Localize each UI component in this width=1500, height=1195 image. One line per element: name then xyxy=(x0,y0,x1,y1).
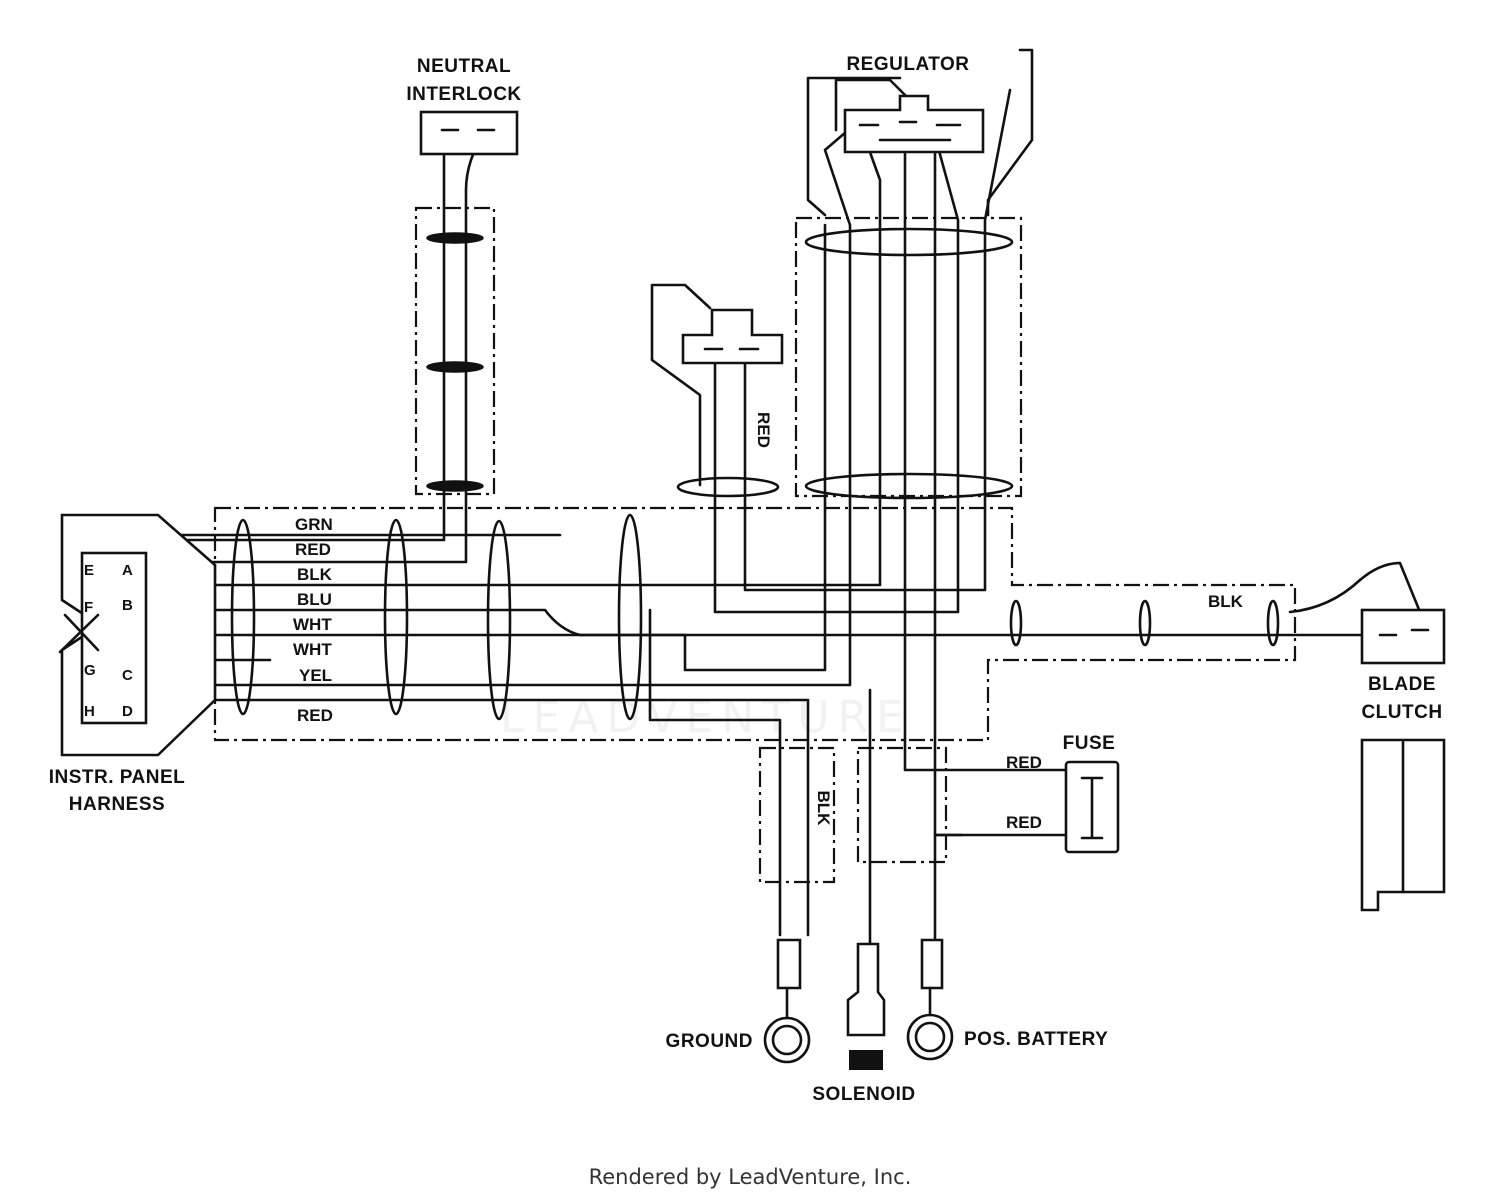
label-blade-clutch-1: BLADE xyxy=(1368,674,1436,695)
wire-label-clutch-blk: BLK xyxy=(1208,592,1244,611)
wire-label-blu: BLU xyxy=(297,590,332,609)
pin-g: G xyxy=(84,662,96,679)
pin-h: H xyxy=(84,703,95,720)
pin-f: F xyxy=(84,599,93,616)
center-switch xyxy=(650,283,784,487)
wire-ties xyxy=(230,227,1280,721)
wire-label-switch-red: RED xyxy=(754,412,773,448)
footer-credit: Rendered by LeadVenture, Inc. xyxy=(589,1165,912,1189)
ground-terminal xyxy=(763,938,811,1064)
label-regulator: REGULATOR xyxy=(846,54,969,75)
label-solenoid: SOLENOID xyxy=(812,1084,915,1105)
fuse xyxy=(1064,760,1120,854)
label-ground: GROUND xyxy=(666,1031,753,1052)
neutral-interlock-switch xyxy=(419,110,519,156)
wire-label-wht-1: WHT xyxy=(293,615,332,634)
wire-label-fuse-in: RED xyxy=(1006,753,1042,772)
harness-outline xyxy=(213,206,1297,884)
label-neutral-interlock-2: INTERLOCK xyxy=(406,84,521,105)
label-fuse: FUSE xyxy=(1063,733,1116,754)
pos-battery-terminal xyxy=(906,938,954,1061)
wire-label-ground-blk: BLK xyxy=(814,791,833,827)
wire-label-yel: YEL xyxy=(299,666,332,685)
wire-label-blk: BLK xyxy=(297,565,333,584)
wire-label-wht-2: WHT xyxy=(293,640,332,659)
pin-e: E xyxy=(84,562,94,579)
wire-label-fuse-out: RED xyxy=(1006,813,1042,832)
pin-c: C xyxy=(122,667,133,684)
pin-b: B xyxy=(122,597,133,614)
wire-label-red: RED xyxy=(295,540,331,559)
pin-a: A xyxy=(122,562,133,579)
regulator xyxy=(806,48,1034,217)
label-instr-panel-2: HARNESS xyxy=(69,794,165,815)
label-blade-clutch-2: CLUTCH xyxy=(1361,702,1442,723)
instr-panel-connector xyxy=(58,513,217,757)
wire-label-red-2: RED xyxy=(297,706,333,725)
label-neutral-interlock-1: NEUTRAL xyxy=(417,56,511,77)
wires xyxy=(116,78,1382,947)
label-pos-battery: POS. BATTERY xyxy=(964,1029,1108,1050)
label-instr-panel-1: INSTR. PANEL xyxy=(49,767,186,788)
pin-d: D xyxy=(122,703,133,720)
wire-label-grn: GRN xyxy=(295,515,333,534)
solenoid-terminal xyxy=(846,942,886,1070)
blade-clutch xyxy=(1358,561,1446,912)
